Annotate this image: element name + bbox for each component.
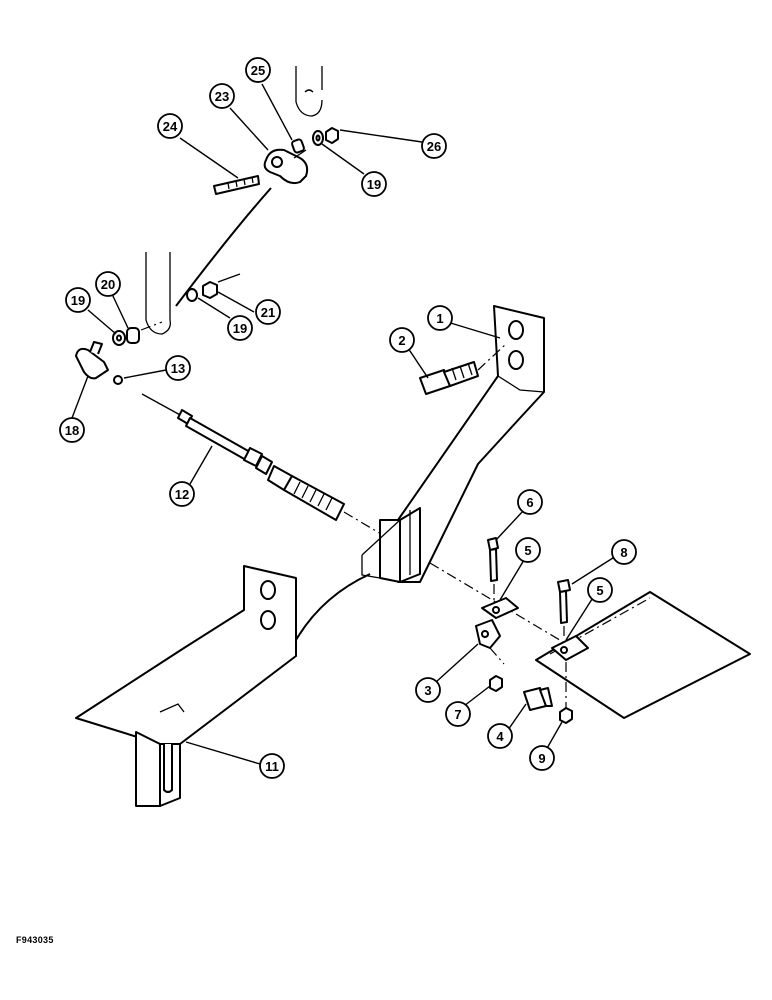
svg-text:19: 19 (71, 293, 85, 308)
cable-end-assembly (75, 321, 163, 385)
svg-text:5: 5 (524, 543, 531, 558)
callout-18: 18 (59, 417, 85, 443)
svg-text:19: 19 (367, 177, 381, 192)
svg-text:3: 3 (424, 683, 431, 698)
callout-26: 26 (421, 133, 447, 159)
clamp-lower-assembly (475, 619, 553, 711)
callouts: 1 2 3 4 5 5 6 7 8 9 11 12 13 18 19 19 19… (59, 57, 637, 779)
callout-8: 8 (611, 539, 637, 565)
svg-text:4: 4 (496, 729, 504, 744)
rod-end (263, 148, 309, 185)
middle-lever-arm (145, 252, 241, 335)
nut-clamp (489, 675, 503, 692)
upper-lever-arm (295, 66, 323, 117)
callout-20: 20 (95, 271, 121, 297)
svg-text:2: 2 (398, 333, 405, 348)
nut-right-clamp (559, 707, 573, 724)
cable-end-fitting (75, 347, 109, 380)
callout-24: 24 (157, 113, 183, 139)
callout-23: 23 (209, 83, 235, 109)
nut-middle (202, 281, 218, 299)
bracket-large (361, 305, 545, 583)
callout-3: 3 (415, 677, 441, 703)
clamp-upper-assembly (481, 537, 519, 619)
svg-text:25: 25 (251, 63, 265, 78)
callout-25: 25 (245, 57, 271, 83)
mounting-plate (535, 591, 751, 719)
spacer-left (126, 327, 140, 344)
svg-text:21: 21 (261, 305, 275, 320)
spacer-top (291, 138, 305, 154)
svg-text:6: 6 (526, 495, 533, 510)
callout-12: 12 (169, 481, 195, 507)
svg-text:24: 24 (163, 119, 178, 134)
rod-end-assembly (213, 127, 339, 195)
svg-text:8: 8 (620, 545, 627, 560)
callout-11: 11 (259, 753, 285, 779)
svg-text:11: 11 (265, 759, 279, 774)
svg-text:1: 1 (436, 311, 443, 326)
svg-text:19: 19 (233, 321, 247, 336)
svg-text:20: 20 (101, 277, 115, 292)
callout-5-right: 5 (587, 577, 613, 603)
bracket-lower (75, 565, 297, 807)
figure-id: F943035 (16, 935, 54, 945)
callout-1: 1 (427, 305, 453, 331)
callout-6: 6 (517, 489, 543, 515)
svg-text:13: 13 (171, 361, 185, 376)
callout-7: 7 (445, 701, 471, 727)
svg-text:12: 12 (175, 487, 189, 502)
callout-4: 4 (487, 723, 513, 749)
callout-19-middle: 19 (227, 315, 253, 341)
nut-cable-end (113, 375, 123, 385)
svg-text:7: 7 (454, 707, 461, 722)
nut-top (325, 127, 339, 144)
control-cable (141, 393, 345, 521)
leader-lines (71, 83, 617, 765)
bracket-link-curve (295, 573, 371, 641)
callout-2: 2 (389, 327, 415, 353)
svg-text:26: 26 (427, 139, 441, 154)
callout-19-left: 19 (65, 287, 91, 313)
clamp-right-assembly (551, 579, 589, 724)
callout-21: 21 (255, 299, 281, 325)
washer-middle (186, 288, 198, 302)
callout-9: 9 (529, 745, 555, 771)
svg-text:9: 9 (538, 751, 545, 766)
callout-5-upper: 5 (515, 537, 541, 563)
svg-text:18: 18 (65, 423, 79, 438)
svg-text:23: 23 (215, 89, 229, 104)
callout-19-top: 19 (361, 171, 387, 197)
callout-13: 13 (165, 355, 191, 381)
svg-text:5: 5 (596, 583, 603, 598)
